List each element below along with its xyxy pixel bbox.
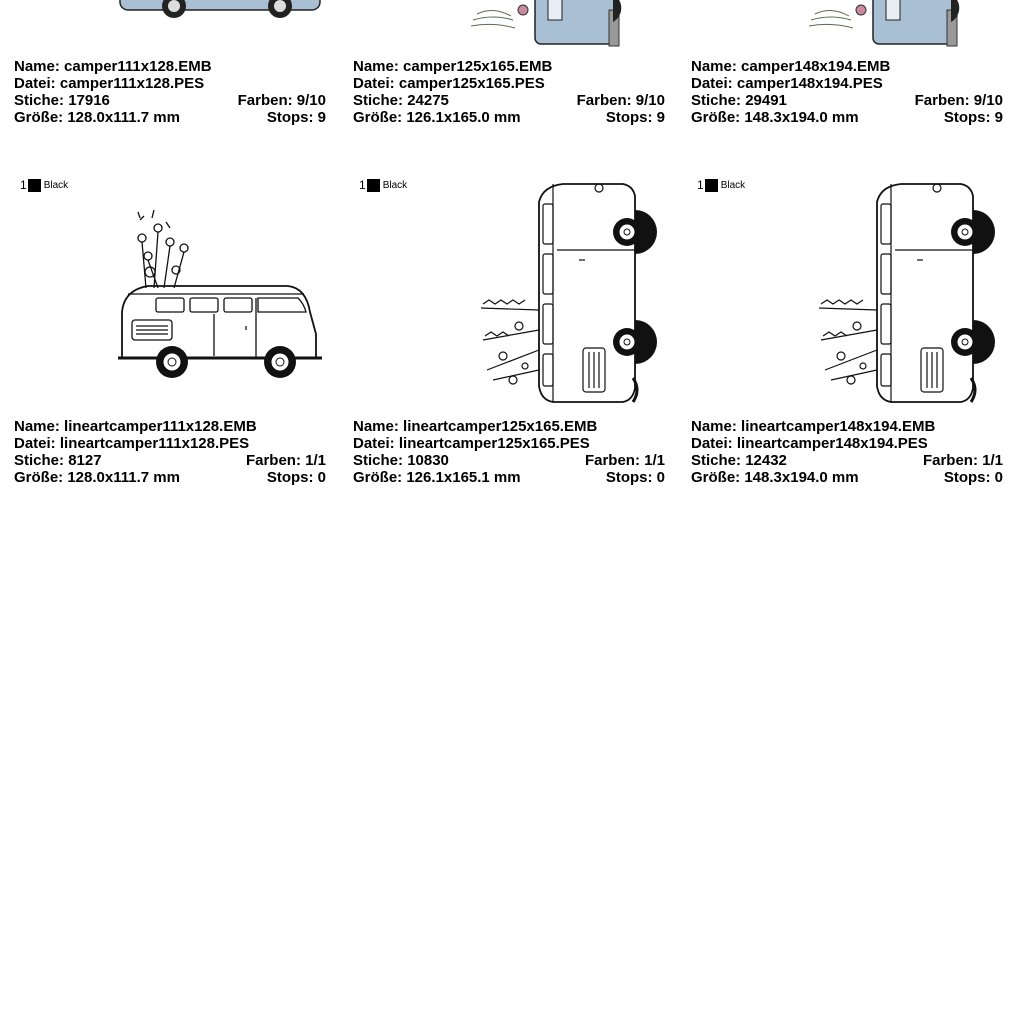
stitch-count: 24275 — [407, 92, 449, 109]
stitch-count: 8127 — [68, 452, 102, 469]
colored-camper-preview — [119, 0, 321, 18]
colored-camper-preview — [808, 0, 960, 47]
design-name: camper148x194.EMB — [741, 58, 891, 75]
swatch-color-box — [366, 178, 380, 192]
color-count: 1/1 — [644, 452, 665, 469]
design-file: lineartcamper125x165.PES — [398, 435, 590, 452]
color-count: 1/1 — [982, 452, 1003, 469]
design-file: camper125x165.PES — [398, 75, 545, 92]
design-name: lineartcamper148x194.EMB — [741, 418, 936, 435]
stop-count: 0 — [656, 469, 665, 486]
design-size: 128.0x111.7 mm — [67, 109, 180, 126]
design-size: 126.1x165.1 mm — [406, 469, 521, 486]
color-count: 9/10 — [296, 92, 326, 109]
design-file: camper111x128.PES — [59, 75, 205, 92]
stop-count: 9 — [317, 109, 326, 126]
lineart-camper-preview — [118, 209, 322, 378]
stitch-count: 17916 — [68, 92, 110, 109]
lineart-camper-preview — [480, 183, 657, 403]
stop-count: 9 — [656, 109, 665, 126]
stitch-count: 12432 — [745, 452, 787, 469]
stitch-count: 29491 — [745, 92, 787, 109]
design-file: lineartcamper148x194.PES — [736, 435, 928, 452]
design-size: 128.0x111.7 mm — [67, 469, 180, 486]
design-size: 126.1x165.0 mm — [406, 109, 521, 126]
design-name: camper125x165.EMB — [403, 58, 553, 75]
color-count: 9/10 — [635, 92, 665, 109]
swatch-color-box — [704, 178, 718, 192]
lineart-camper-preview — [818, 183, 995, 403]
design-size: 148.3x194.0 mm — [744, 109, 859, 126]
design-name: camper111x128.EMB — [64, 58, 212, 75]
stop-count: 9 — [994, 109, 1003, 126]
design-size: 148.3x194.0 mm — [744, 469, 859, 486]
design-name: lineartcamper125x165.EMB — [403, 418, 598, 435]
stop-count: 0 — [994, 469, 1003, 486]
design-name: lineartcamper111x128.EMB — [64, 418, 257, 435]
color-count: 1/1 — [305, 452, 326, 469]
stop-count: 0 — [317, 469, 326, 486]
colored-camper-preview — [470, 0, 622, 47]
stitch-count: 10830 — [407, 452, 449, 469]
design-file: camper148x194.PES — [736, 75, 883, 92]
design-file: lineartcamper111x128.PES — [59, 435, 250, 452]
color-count: 9/10 — [973, 92, 1003, 109]
swatch-color-box — [27, 178, 41, 192]
